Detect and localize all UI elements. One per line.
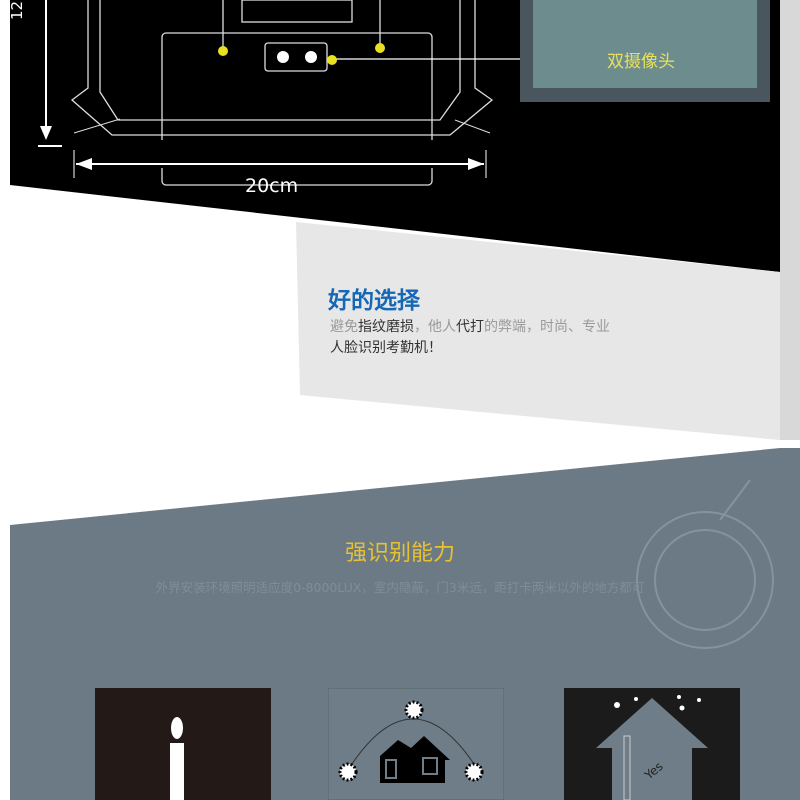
- good-choice-description: 避免指纹磨损，他人代打的弊端，时尚、专业人脸识别考勤机！: [330, 317, 690, 359]
- right-edge-strip: [780, 0, 800, 440]
- camera-lens-icon: [277, 51, 289, 63]
- marker-dot-icon: [218, 46, 228, 56]
- dimension-arrows: [38, 0, 487, 178]
- desc-highlight: 指纹磨损: [358, 319, 414, 335]
- good-choice-title: 好的选择: [328, 288, 420, 314]
- recognition-description: 外界安装环境照明适应度0-8000LUX，室内隐蔽，门3米远，距打卡两米以外的地…: [155, 580, 645, 595]
- candle-icon: [95, 688, 271, 800]
- desc-text: 的弊端，时尚、专业: [484, 319, 610, 335]
- decorative-rings-icon: [636, 479, 774, 649]
- recognition-title: 强识别能力: [344, 541, 455, 566]
- width-dimension-label: 20cm: [245, 175, 299, 197]
- desc-text: ，他人: [414, 319, 456, 335]
- height-dimension-label: 12: [8, 0, 26, 20]
- marker-dot-icon: [375, 43, 385, 53]
- sun-house-icon: [328, 688, 504, 800]
- good-choice-panel: [296, 222, 780, 440]
- desc-highlight: 代打: [456, 319, 484, 335]
- camera-lens-icon: [305, 51, 317, 63]
- night-house-icon: Yes: [564, 688, 740, 800]
- marker-dot-icon: [327, 55, 337, 65]
- desc-text: 避免: [330, 319, 358, 335]
- screen-display: [533, 0, 757, 88]
- dual-camera-label: 双摄像头: [607, 52, 675, 72]
- desc-highlight: 人脸识别考勤机！: [330, 340, 442, 356]
